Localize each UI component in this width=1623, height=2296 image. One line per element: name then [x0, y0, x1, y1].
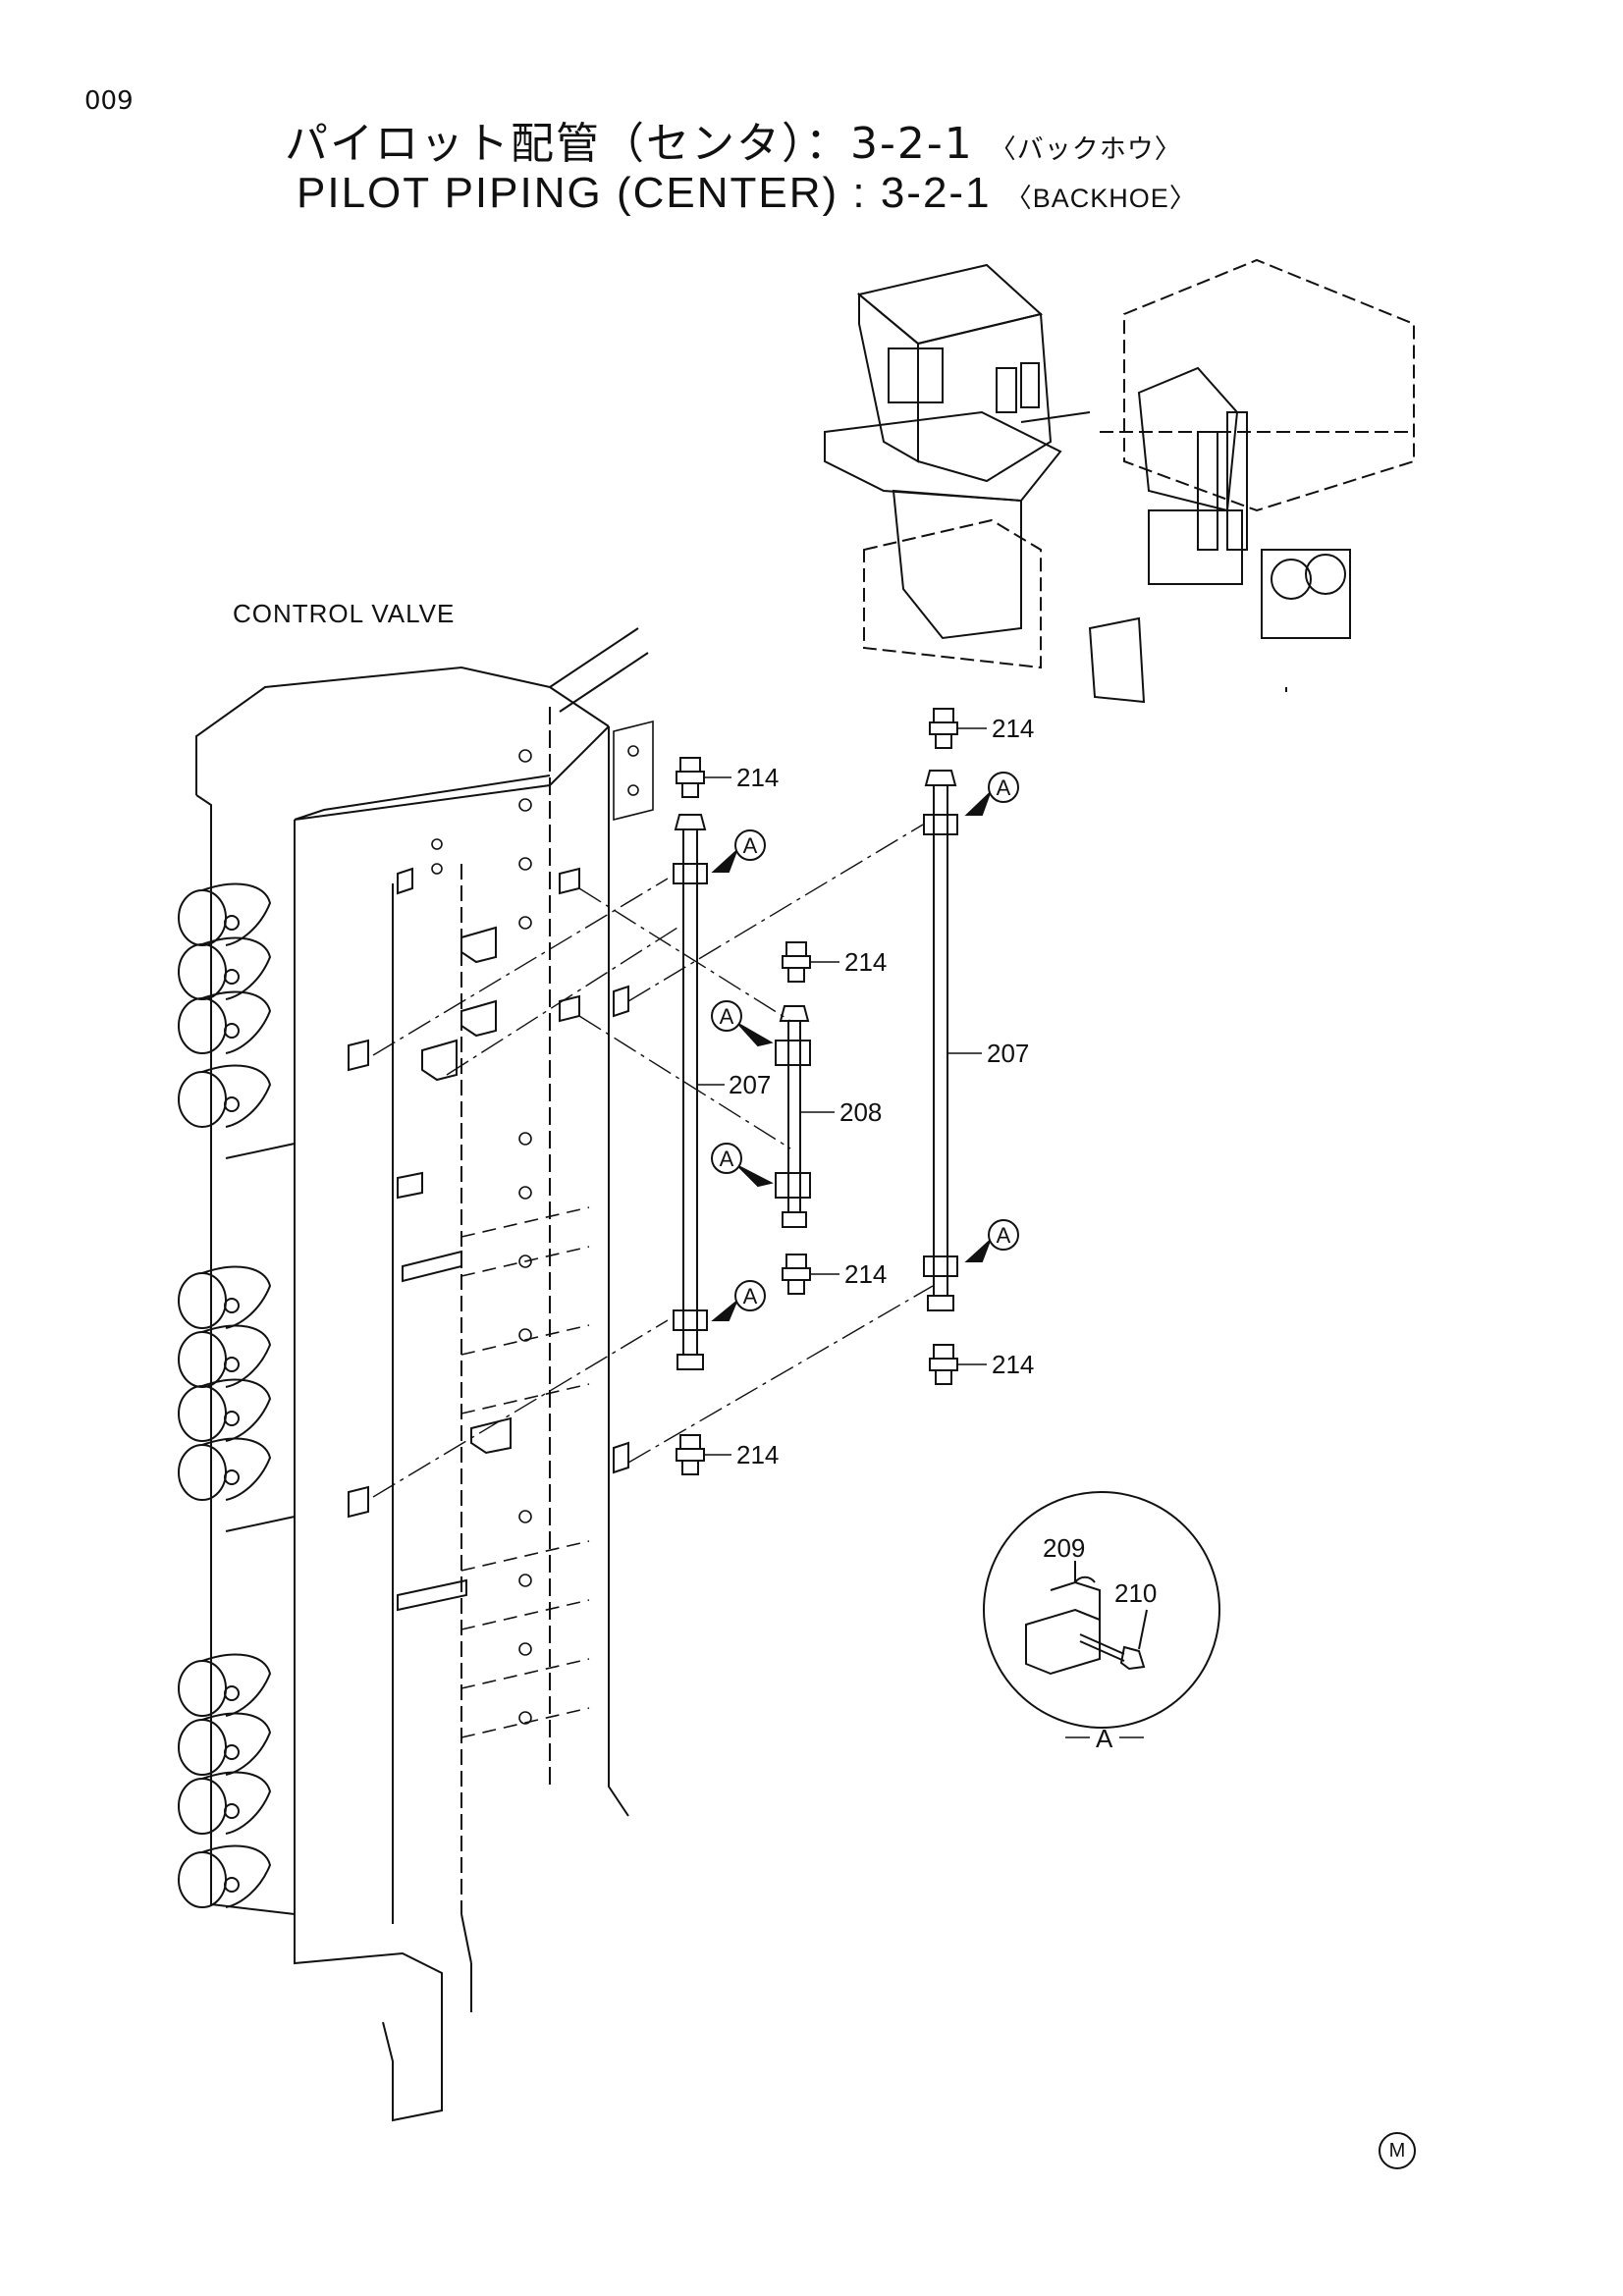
title-japanese-main: パイロット配管（センタ）：3-2-1	[285, 119, 974, 169]
callout-210: 210	[1114, 1578, 1157, 1608]
pipe-207-left	[673, 814, 708, 1370]
callout-a-letters: A A A A A A	[720, 775, 1011, 1308]
callout-214-right-low: 214	[992, 1350, 1034, 1379]
detail-a-label: A	[1096, 1724, 1113, 1753]
callout-209: 209	[1043, 1533, 1085, 1563]
callout-a-markers	[711, 772, 1019, 1321]
callout-208: 208	[839, 1097, 882, 1127]
leader-lines	[697, 727, 987, 1456]
pipe-208	[775, 1005, 811, 1228]
title-japanese: パイロット配管（センタ）：3-2-1 〈バックホウ〉	[285, 108, 1182, 171]
detail-a	[983, 1491, 1220, 1729]
callout-214-top-right: 214	[992, 714, 1034, 743]
callout-207-left: 207	[729, 1070, 771, 1099]
assembly-lines	[372, 824, 934, 1498]
callout-214-mid-low: 214	[844, 1259, 887, 1289]
machine-overview	[824, 258, 1415, 704]
detail-label-group: A	[1065, 1724, 1144, 1753]
title-english-sub: 〈BACKHOE〉	[1004, 184, 1197, 213]
callout-a-letter: A	[997, 775, 1011, 800]
title-english-main: PILOT PIPING (CENTER) : 3-2-1	[297, 169, 992, 217]
callout-a-letter: A	[743, 1284, 758, 1308]
control-valve-body	[195, 627, 649, 2122]
valve-ports	[431, 720, 654, 1738]
callout-214-bottom: 214	[736, 1440, 779, 1469]
pipe-207-right	[923, 770, 958, 1311]
callout-207-right: 207	[987, 1039, 1029, 1068]
corner-mark: M	[1379, 2132, 1416, 2169]
callout-a-letter: A	[997, 1223, 1011, 1248]
title-japanese-sub: 〈バックホウ〉	[989, 134, 1182, 165]
callout-numbers: 214 214 214 214 214 214 207 207 208 209 …	[729, 714, 1157, 1608]
valve-pilot-caps	[178, 882, 272, 1908]
valve-brackets	[348, 867, 629, 1612]
control-valve-label: CONTROL VALVE	[233, 599, 456, 628]
callout-214-top-left: 214	[736, 763, 779, 792]
callout-a-letter: A	[720, 1004, 734, 1029]
page-number: 009	[84, 86, 134, 116]
title-english: PILOT PIPING (CENTER) : 3-2-1 〈BACKHOE〉	[297, 169, 1197, 218]
callout-a-letter: A	[743, 833, 758, 858]
callout-a-letter: A	[720, 1147, 734, 1171]
fittings-214	[676, 708, 958, 1475]
callout-214-mid: 214	[844, 947, 887, 977]
